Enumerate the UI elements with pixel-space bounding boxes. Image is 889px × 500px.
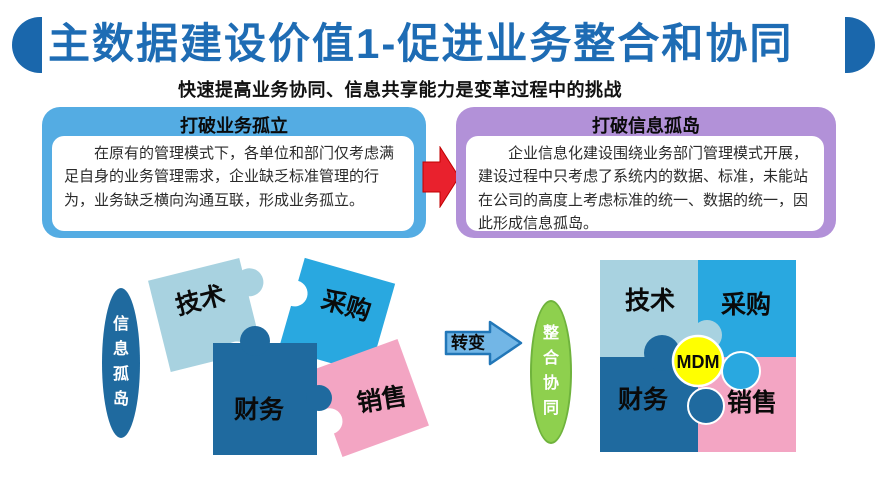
- mdm-badge-circle: [671, 334, 725, 388]
- business-isolation-body-text: 在原有的管理模式下，各单位和部门仅考虑满足自身的业务管理需求，企业缺乏标准管理的…: [64, 145, 395, 209]
- integration-ellipse: 整合协同: [530, 300, 572, 444]
- assembled-puzzle-diagram: MDM 技术 采购 财务 销售: [600, 260, 796, 452]
- information-island-title: 打破信息孤岛: [592, 116, 700, 136]
- puzzle-piece-finance: 财务: [213, 326, 332, 455]
- mdm-badge-label: MDM: [677, 352, 720, 372]
- business-isolation-title: 打破业务孤立: [180, 116, 288, 136]
- info-island-ellipse: 信息孤岛: [102, 288, 140, 438]
- title-left-halfcircle-decoration: [12, 17, 42, 73]
- finance-label: 财务: [234, 396, 284, 424]
- title-right-halfcircle-decoration: [845, 17, 875, 73]
- business-isolation-body-panel: 在原有的管理模式下，各单位和部门仅考虑满足自身的业务管理需求，企业缺乏标准管理的…: [52, 136, 414, 231]
- assembled-tech-label: 技术: [625, 287, 675, 315]
- assembled-finance-label: 财务: [618, 386, 668, 414]
- puzzle-piece-sales: [311, 339, 429, 457]
- page-title: 主数据建设价值1-促进业务整合和协同: [48, 20, 794, 67]
- scattered-puzzle-diagram: 技术 采购 销售 财务: [148, 257, 429, 457]
- red-arrow-icon: [422, 146, 460, 208]
- assembled-sales-label: 销售: [727, 388, 777, 417]
- business-isolation-box: 打破业务孤立 在原有的管理模式下，各单位和部门仅考虑满足自身的业务管理需求，企业…: [42, 107, 426, 238]
- page-subtitle: 快速提高业务协同、信息共享能力是变革过程中的挑战: [178, 80, 622, 100]
- information-island-body-panel: 企业信息化建设围绕业务部门管理模式开展，建设过程中只考虑了系统内的数据、标准，未…: [466, 136, 824, 232]
- info-island-label: 信息孤岛: [112, 316, 129, 408]
- assembled-procurement-label: 采购: [721, 290, 771, 319]
- information-island-body-text: 企业信息化建设围绕业务部门管理模式开展，建设过程中只考虑了系统内的数据、标准，未…: [478, 145, 809, 232]
- information-island-box: 打破信息孤岛 企业信息化建设围绕业务部门管理模式开展，建设过程中只考虑了系统内的…: [456, 107, 836, 238]
- transform-arrow-label: 转变: [451, 333, 485, 353]
- transform-arrow: 转变: [444, 320, 523, 366]
- integration-label: 整合协同: [542, 325, 559, 417]
